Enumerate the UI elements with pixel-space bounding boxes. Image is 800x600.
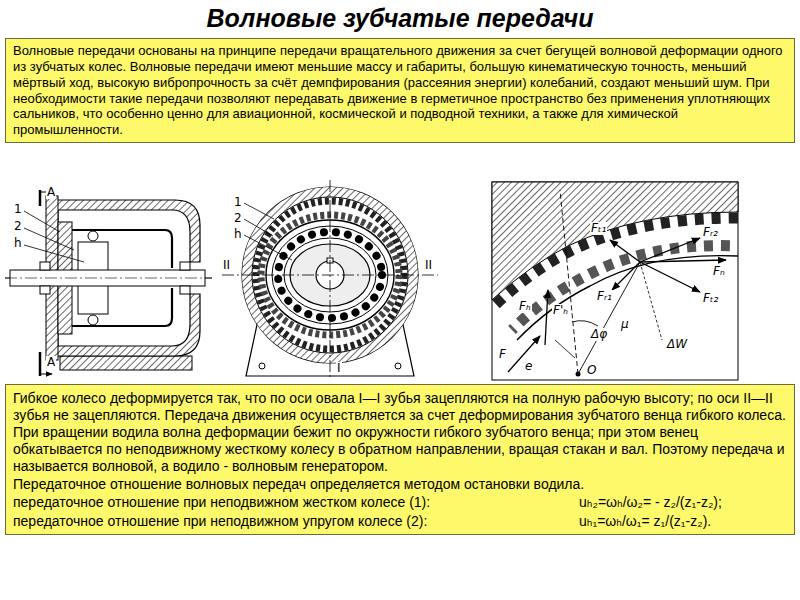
axis-label: II (424, 259, 433, 272)
slide-title: Волновые зубчатые передачи (0, 3, 800, 33)
section-letter: A (46, 186, 56, 199)
force-diagram (492, 182, 738, 380)
paragraph: Волновые передачи основаны на принципе п… (13, 43, 787, 138)
callout-number: 1 (233, 196, 243, 209)
point-label: O (586, 364, 597, 377)
leader-line (24, 211, 60, 232)
cross-view (222, 180, 438, 380)
rigid-gear-teeth (494, 218, 738, 306)
force-arrow (640, 262, 700, 292)
flexible-gear-rim (517, 256, 738, 340)
axis-I (330, 180, 331, 380)
formula: uₕ₁=ωₕ/ω₁= z₁/(z₁-z₂). (579, 513, 787, 530)
center-point (576, 372, 581, 377)
diagram-frame (492, 182, 738, 380)
axis-label: II (222, 259, 231, 272)
section-letter: A (46, 356, 56, 369)
callout-number: 2 (233, 212, 243, 225)
force-arrow (545, 290, 548, 345)
text-row: передаточное отношение при неподвижном у… (13, 513, 787, 530)
force-arrow (612, 262, 640, 290)
text-row: передаточное отношение при неподвижном ж… (13, 494, 787, 511)
bearing (40, 286, 50, 294)
bearing-ball (88, 315, 98, 325)
angle-label: Δφ (590, 328, 608, 341)
axis-label: I (336, 362, 342, 375)
force-arrow (610, 240, 640, 262)
angle-arc (572, 321, 598, 326)
callout-number: 2 (13, 220, 23, 233)
force-arrow (508, 336, 540, 372)
force-label: Fᵣ₂ (702, 226, 719, 239)
offset-line (555, 340, 575, 358)
text-row: Передаточное отношение волновых передач … (13, 476, 787, 493)
force-label: Fₕ (518, 300, 532, 313)
leader-line (244, 203, 274, 219)
displacement-line (640, 262, 662, 340)
force-arrow (640, 238, 700, 262)
force-label: Fₜ₂ (702, 292, 719, 305)
section-view (5, 190, 212, 376)
bolt-hole (259, 363, 265, 369)
force-label: Fₜ₁ (590, 222, 607, 235)
bearing-ball (88, 231, 98, 241)
formula: uₕ₂=ωₕ/ω₂= - z₂/(z₁-z₂); (579, 494, 787, 511)
force-label: F'ₕ (552, 304, 569, 317)
force-label: Fᵣ₁ (596, 290, 613, 303)
text-row: Волновые передачи основаны на принципе п… (13, 43, 787, 138)
callout-number: h (13, 237, 23, 250)
callout-number: h (233, 228, 243, 241)
section-mark (39, 352, 42, 376)
bearing (180, 286, 190, 294)
radial-line (578, 262, 640, 374)
dimension-label: ΔW (666, 338, 688, 351)
intro-panel: Волновые передачи основаны на принципе п… (5, 38, 795, 143)
callout-number: 1 (13, 203, 23, 216)
leader-line (244, 219, 273, 236)
force-arrow (640, 260, 726, 262)
dimension-label: e (524, 360, 533, 373)
description-panel: Гибкое колесо деформируется так, что по … (5, 384, 795, 535)
formula-caption: передаточное отношение при неподвижном у… (13, 513, 571, 530)
housing-foot (60, 356, 192, 370)
leader-line (244, 235, 292, 260)
angle-label: μ (620, 318, 630, 331)
paragraph: Передаточное отношение волновых передач … (13, 476, 584, 493)
force-label: Fₙ (712, 265, 726, 278)
bearing (180, 262, 190, 270)
paragraph: Гибкое колесо деформируется так, что по … (13, 390, 787, 475)
axis-line (5, 278, 212, 279)
section-arrow (40, 374, 52, 375)
text-row: Гибкое колесо деформируется так, что по … (13, 390, 787, 475)
bolt-hole (395, 363, 401, 369)
leader-line (24, 245, 84, 262)
bearing (40, 262, 50, 270)
formula-caption: передаточное отношение при неподвижном ж… (13, 494, 571, 511)
force-label: F (498, 348, 507, 361)
leader-line (24, 228, 74, 250)
